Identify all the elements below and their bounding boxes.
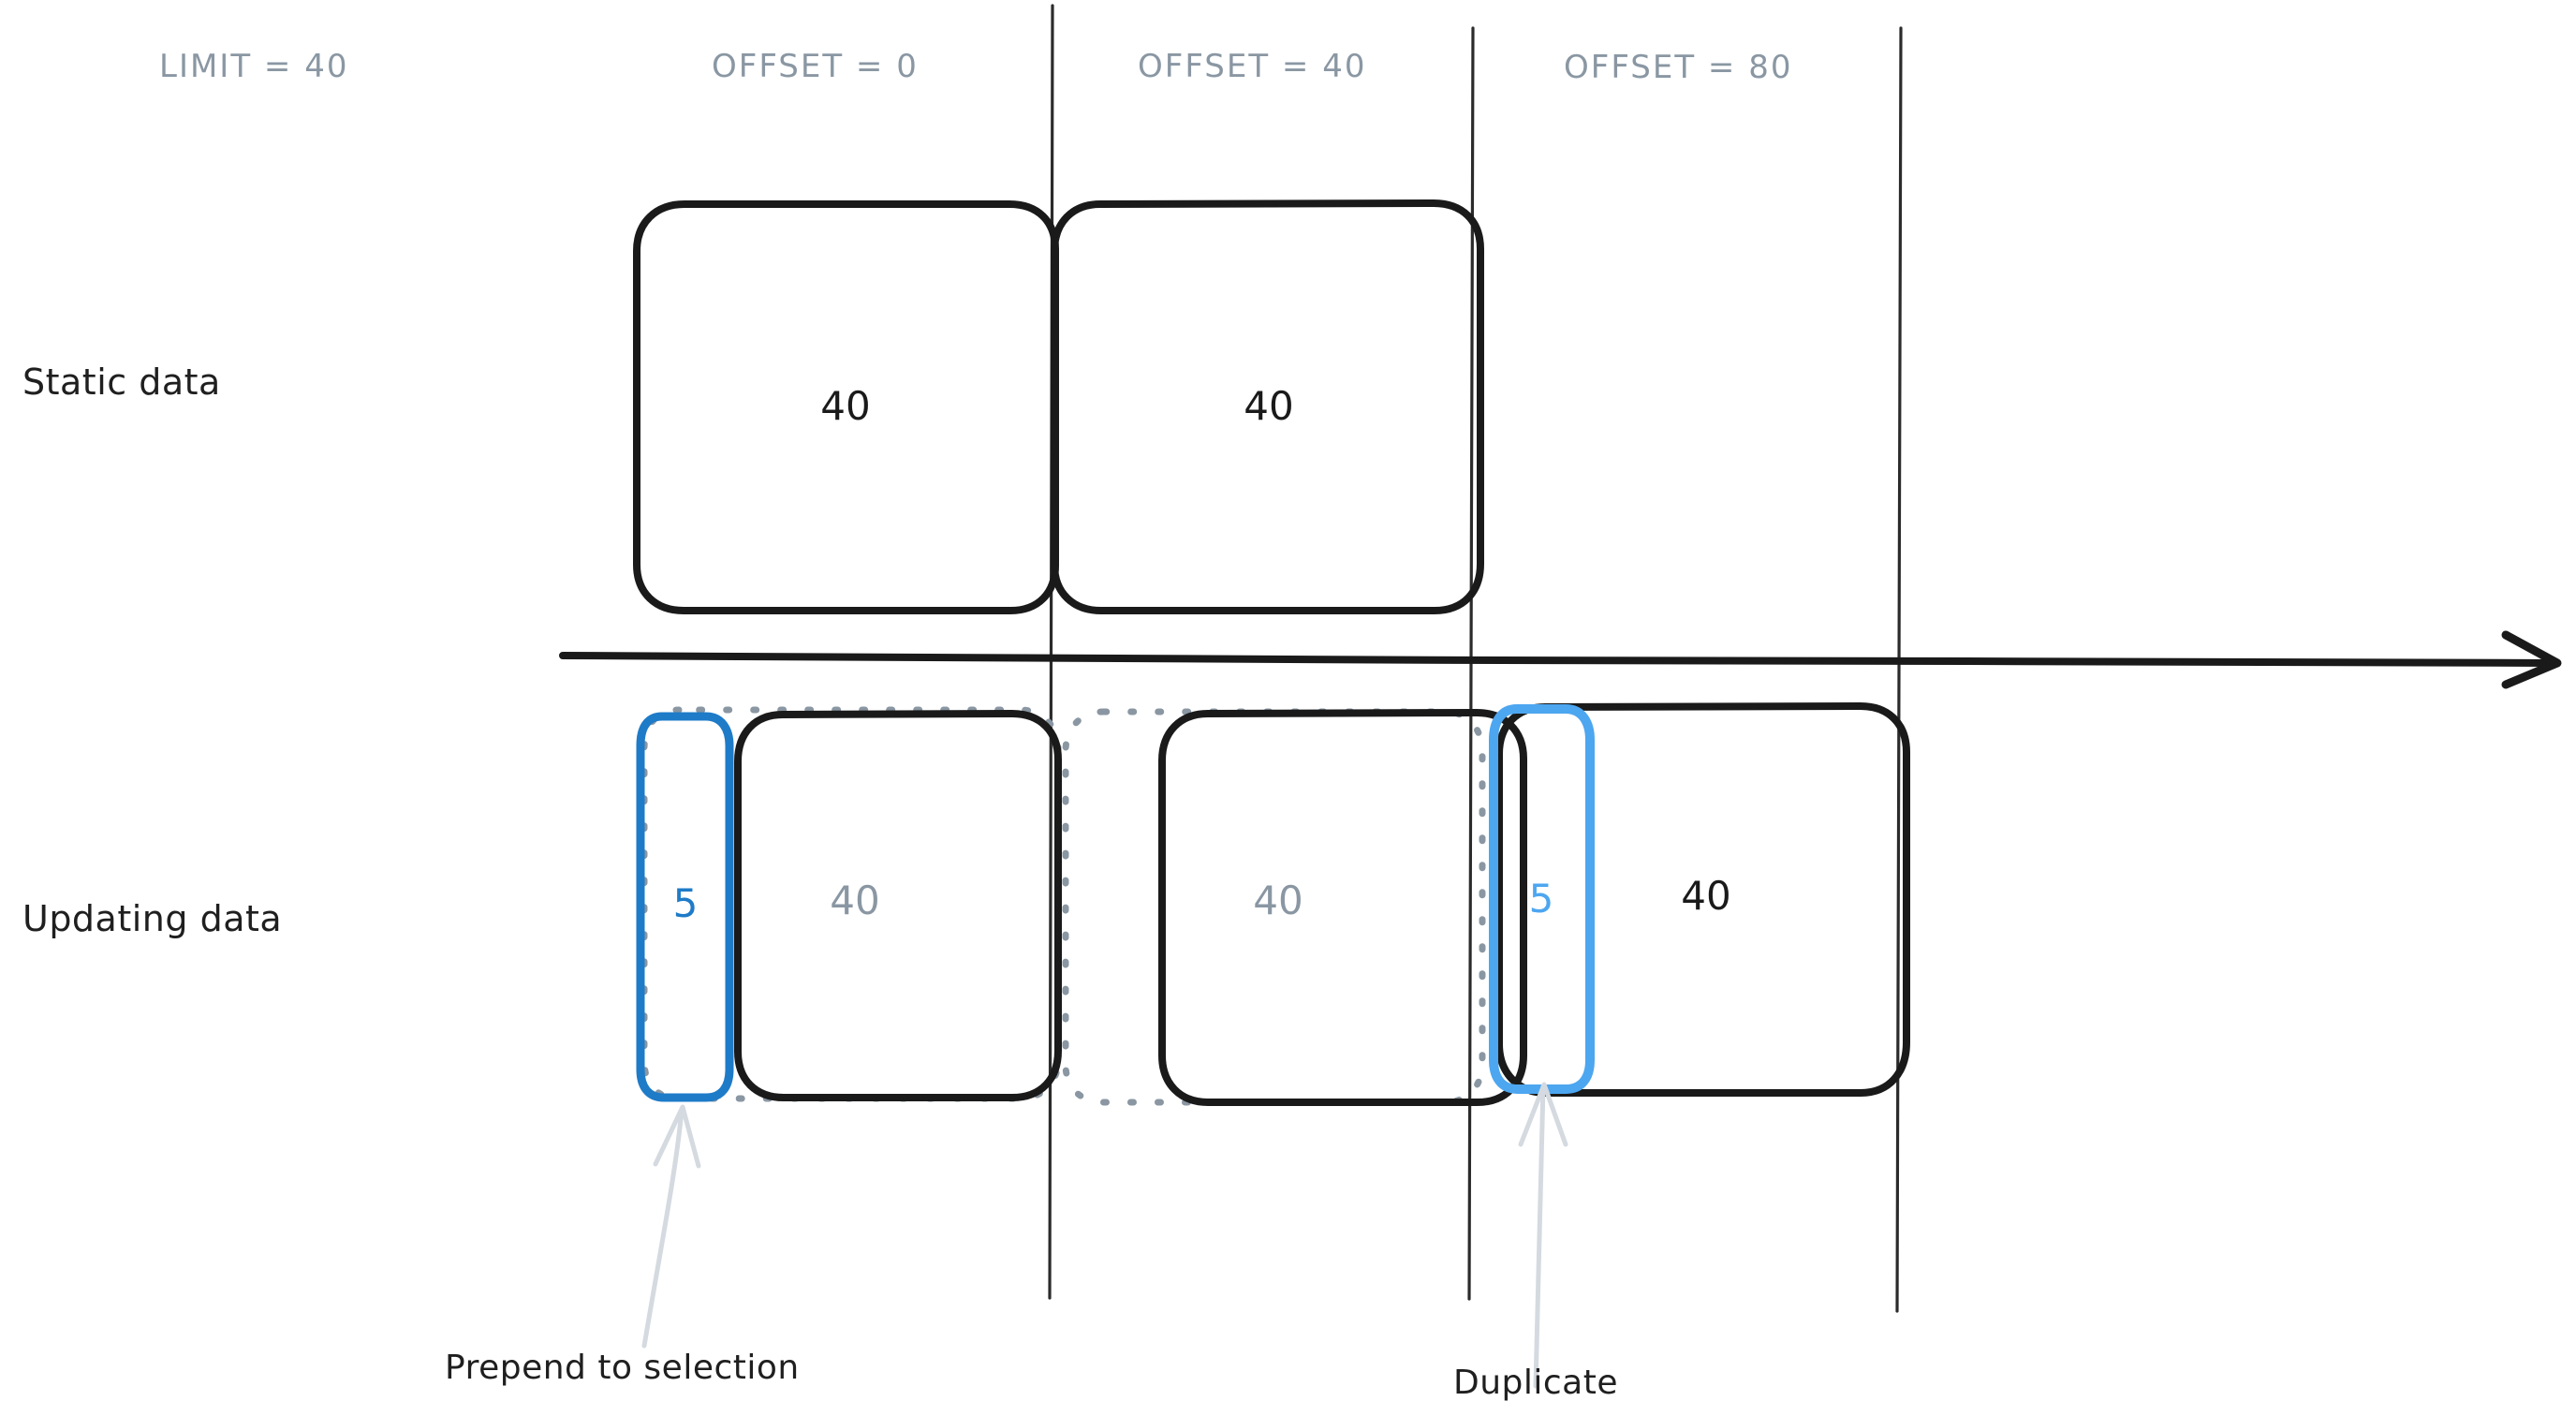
prepend-annotation: Prepend to selection [445, 1349, 800, 1387]
limit-header: LIMIT = 40 [159, 48, 349, 85]
updating-row-boxes [734, 702, 1910, 1106]
timeline-arrowhead [2501, 630, 2562, 689]
prepend-callout-arrowhead [653, 1104, 701, 1169]
callout-arrows [641, 1082, 1568, 1389]
duplicate-annotation: Duplicate [1453, 1364, 1619, 1402]
prepend-callout-arrow [641, 1107, 684, 1349]
updating-page-1-outline[interactable] [734, 710, 1062, 1101]
duplicate-callout-arrow [1533, 1084, 1546, 1389]
duplicate-chunk-outline[interactable] [1489, 704, 1595, 1094]
timeline-axis [559, 630, 2562, 689]
updating-page-2-outline[interactable] [1158, 709, 1527, 1106]
prepended-chunk-outline[interactable] [636, 712, 734, 1102]
static-data-label: Static data [22, 361, 221, 403]
highlight-chunks [636, 704, 1595, 1102]
static-row-boxes [633, 199, 1484, 614]
duplicate-callout-arrowhead [1518, 1082, 1568, 1147]
static-page-1-outline[interactable] [633, 200, 1059, 614]
divider-offset0 [1048, 4, 1054, 1300]
static-page-2-outline[interactable] [1051, 199, 1484, 614]
offset-0-header: OFFSET = 0 [712, 48, 919, 85]
offset-80-header: OFFSET = 80 [1564, 49, 1793, 86]
offset-40-header: OFFSET = 40 [1138, 48, 1367, 85]
updating-data-label: Updating data [22, 898, 283, 939]
updating-page-3-outline[interactable] [1495, 702, 1910, 1097]
ghost-page-2 [1062, 708, 1486, 1106]
timeline-shaft [559, 652, 2557, 667]
ghost-page-outlines [640, 706, 1486, 1106]
ghost-page-1 [640, 706, 1062, 1102]
divider-offset80 [1895, 26, 1903, 1313]
